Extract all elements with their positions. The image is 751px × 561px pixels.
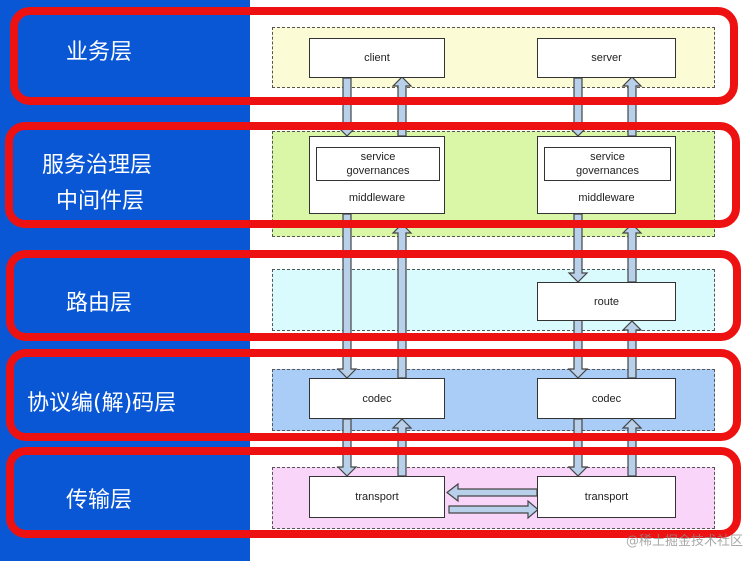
middleware-label: middleware: [348, 192, 406, 204]
route-box: route: [537, 282, 676, 321]
left-service-governances-box: service governances: [316, 147, 440, 181]
transport-layer-highlight: [6, 447, 741, 538]
right-transport-box: transport: [537, 476, 676, 518]
right-service-governances-box: service governances: [544, 147, 671, 181]
layer-label-business: 业务层: [66, 40, 133, 65]
layer-label-codec: 协议编(解)码层: [27, 391, 177, 416]
left-codec-box: codec: [309, 378, 445, 419]
left-arrow-transport: [446, 482, 538, 503]
left-middleware-box: service governances middleware: [309, 136, 445, 214]
layer-label-governance: 服务治理层: [42, 153, 153, 178]
watermark: @稀土掘金技术社区: [625, 534, 743, 549]
client-box: client: [309, 38, 445, 78]
business-layer-highlight: [10, 7, 738, 105]
right-middleware-box: service governances middleware: [537, 136, 676, 214]
service-governances-line1: service: [360, 151, 396, 163]
layer-label-transport: 传输层: [66, 488, 133, 513]
layer-label-middleware: 中间件层: [56, 189, 145, 214]
right-codec-box: codec: [537, 378, 676, 419]
service-governances-line2: governances: [346, 165, 410, 177]
server-box: server: [537, 38, 676, 78]
left-transport-box: transport: [309, 476, 445, 518]
routing-layer-highlight: [6, 250, 741, 341]
service-governances-line1: service: [590, 151, 625, 163]
codec-layer-highlight: [6, 349, 741, 441]
middleware-label: middleware: [578, 192, 635, 204]
layer-label-routing: 路由层: [66, 291, 133, 316]
right-arrow-transport: [448, 499, 539, 520]
governance-layer-highlight: [5, 122, 740, 228]
down-arrow-middleware-to-codec: [336, 213, 358, 379]
layer-label-panel: [0, 0, 250, 561]
service-governances-line2: governances: [576, 165, 639, 177]
